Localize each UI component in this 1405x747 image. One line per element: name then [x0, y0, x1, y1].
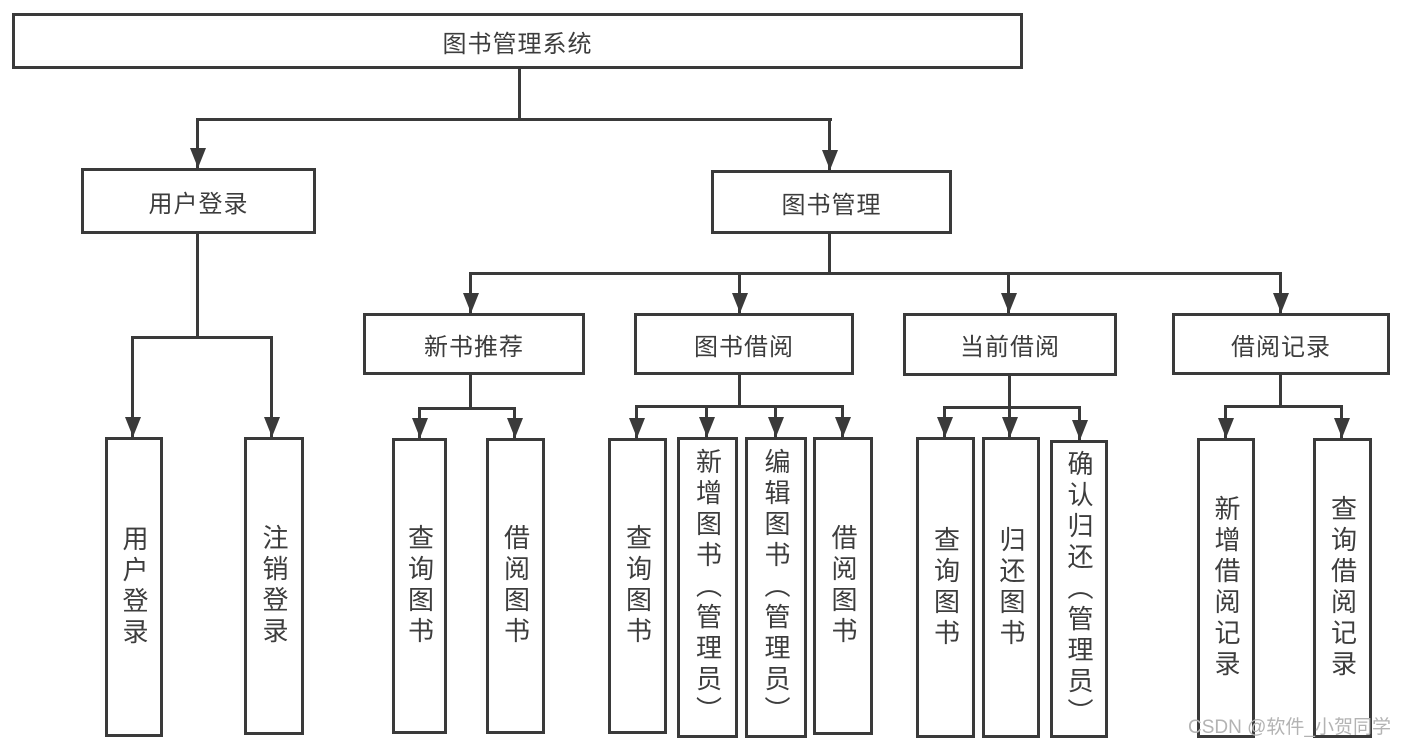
- leaf-br-query-record: 查询借阅记录: [1313, 438, 1372, 738]
- connector-drop-u1: [131, 336, 134, 437]
- connector-borrowrecord-stem: [1279, 375, 1282, 405]
- connector-currentborrow-rail: [943, 406, 1081, 409]
- arrow-down-icon: [507, 418, 523, 438]
- connector-drop-book-mgmt: [828, 118, 831, 170]
- arrow-down-icon: [835, 417, 851, 437]
- connector-bookmgmt-stem: [828, 234, 831, 272]
- csdn-watermark: CSDN @软件_小贺同学: [1188, 717, 1391, 738]
- arrow-down-icon: [1218, 418, 1234, 438]
- connector-root-rail: [196, 118, 832, 121]
- node-borrow-record: 借阅记录: [1172, 313, 1390, 375]
- node-user-login: 用户登录: [81, 168, 316, 234]
- leaf-nb-borrow-book: 借阅图书: [486, 438, 545, 734]
- connector-bookmgmt-rail: [469, 272, 1282, 275]
- connector-newbook-rail: [418, 407, 516, 410]
- leaf-br-add-record: 新增借阅记录: [1197, 438, 1255, 738]
- node-current-borrow: 当前借阅: [903, 313, 1117, 376]
- arrow-down-icon: [1273, 293, 1289, 313]
- connector-root-stem: [518, 69, 521, 118]
- arrow-down-icon: [1002, 417, 1018, 437]
- connector-drop-u2: [270, 336, 273, 437]
- connector-userlogin-stem: [196, 234, 199, 336]
- connector-currentborrow-stem: [1008, 376, 1011, 406]
- arrow-down-icon: [629, 418, 645, 438]
- arrow-down-icon: [125, 417, 141, 437]
- leaf-nb-query-book: 查询图书: [392, 438, 447, 734]
- connector-drop-borrow-record: [1279, 272, 1282, 313]
- arrow-down-icon: [768, 417, 784, 437]
- arrow-down-icon: [1334, 418, 1350, 438]
- arrow-down-icon: [190, 148, 206, 168]
- leaf-bb-edit-book-admin: 编辑图书（管理员）: [745, 437, 807, 738]
- arrow-down-icon: [1072, 420, 1088, 440]
- arrow-down-icon: [1001, 293, 1017, 313]
- node-library-management-system: 图书管理系统: [12, 13, 1023, 69]
- leaf-logout: 注销登录: [244, 437, 304, 735]
- leaf-bb-add-book-admin: 新增图书（管理员）: [677, 437, 738, 738]
- arrow-down-icon: [937, 417, 953, 437]
- connector-drop-book-borrow: [738, 272, 741, 313]
- leaf-cb-return-book: 归还图书: [982, 437, 1040, 738]
- connector-userlogin-rail: [131, 336, 273, 339]
- connector-bookborrow-rail: [635, 405, 844, 408]
- arrow-down-icon: [699, 417, 715, 437]
- arrow-down-icon: [264, 417, 280, 437]
- arrow-down-icon: [412, 418, 428, 438]
- connector-drop-current-borrow: [1007, 272, 1010, 313]
- arrow-down-icon: [732, 293, 748, 313]
- connector-drop-user-login: [196, 118, 199, 168]
- leaf-cb-confirm-return-admin: 确认归还（管理员）: [1050, 440, 1108, 738]
- node-book-borrow: 图书借阅: [634, 313, 854, 375]
- arrow-down-icon: [463, 293, 479, 313]
- node-new-book-recommend: 新书推荐: [363, 313, 585, 375]
- leaf-bb-query-book: 查询图书: [608, 438, 667, 734]
- arrow-down-icon: [822, 150, 838, 170]
- connector-newbook-stem: [469, 375, 472, 407]
- leaf-bb-borrow-book: 借阅图书: [813, 437, 873, 735]
- node-book-management: 图书管理: [711, 170, 952, 234]
- connector-borrowrecord-rail: [1224, 405, 1343, 408]
- connector-bookborrow-stem: [738, 375, 741, 405]
- leaf-user-login: 用户登录: [105, 437, 163, 737]
- leaf-cb-query-book: 查询图书: [916, 437, 975, 738]
- connector-drop-new-book: [469, 272, 472, 313]
